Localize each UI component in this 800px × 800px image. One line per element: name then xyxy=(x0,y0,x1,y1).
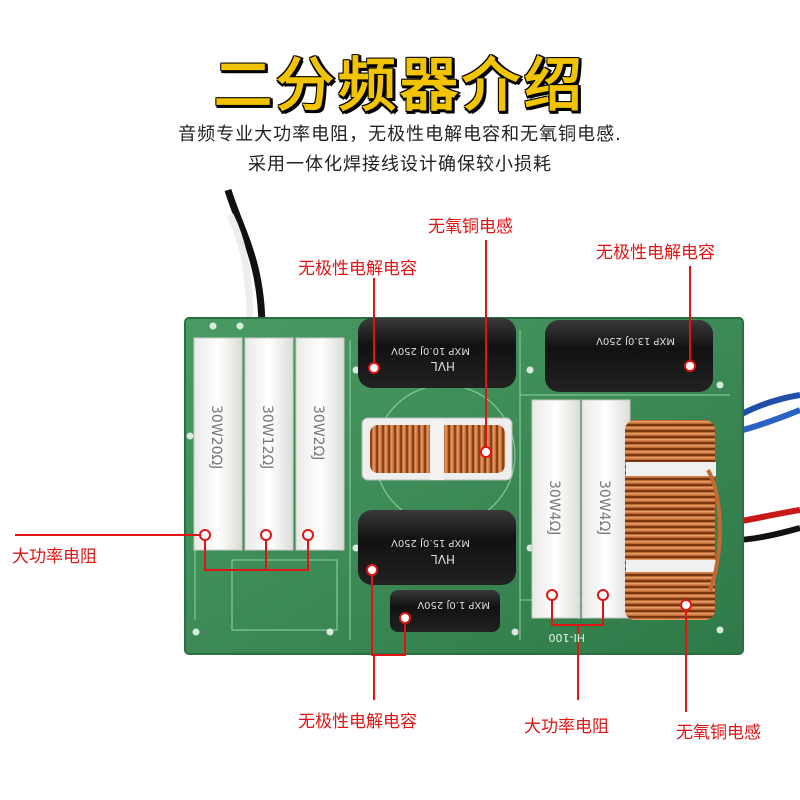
board-mark: HI-100 xyxy=(549,631,585,644)
page-title: 二分频器介绍 xyxy=(213,51,586,119)
capacitor-label-4: MXP 1.0J 250V xyxy=(417,599,490,610)
capacitor-small xyxy=(390,590,500,632)
capacitor-bottom-center xyxy=(358,510,516,585)
subtitle-line-2: 采用一体化焊接线设计确保较小损耗 xyxy=(248,154,552,175)
resistor-label-2: 30W12ΩJ xyxy=(259,405,275,469)
capacitor-top-center xyxy=(358,318,516,388)
capacitor-label-1: MXP 10.0J 250V xyxy=(391,345,470,356)
resistor-group-right xyxy=(531,399,631,619)
label-coil-bottom: 无氧铜电感 xyxy=(676,723,761,743)
capacitor-label-3: MXP 13.0J 250V xyxy=(596,335,675,346)
label-resistor-bottom: 大功率电阻 xyxy=(524,717,609,737)
capacitor-brand-1: HVL xyxy=(431,359,455,373)
capacitor-brand-2: HVL xyxy=(431,552,455,566)
label-coil-top: 无氧铜电感 xyxy=(428,217,513,237)
label-resistor-left: 大功率电阻 xyxy=(12,547,97,567)
capacitor-top-right xyxy=(545,320,713,392)
label-capacitor-top-left: 无极性电解电容 xyxy=(298,259,417,279)
label-capacitor-bottom: 无极性电解电容 xyxy=(298,712,417,732)
resistor-label-4: 30W4ΩJ xyxy=(546,480,562,535)
capacitor-label-2: MXP 15.0J 250V xyxy=(391,537,470,548)
subtitle-line-1: 音频专业大功率电阻，无极性电解电容和无氧铜电感. xyxy=(178,124,622,145)
resistor-label-1: 30W20ΩJ xyxy=(208,405,224,469)
resistor-group-left xyxy=(193,337,345,551)
label-capacitor-top-right: 无极性电解电容 xyxy=(596,243,715,263)
coil-large-right xyxy=(625,420,715,620)
resistor-label-3: 30W2ΩJ xyxy=(310,405,326,460)
resistor-label-5: 30W4ΩJ xyxy=(596,480,612,535)
